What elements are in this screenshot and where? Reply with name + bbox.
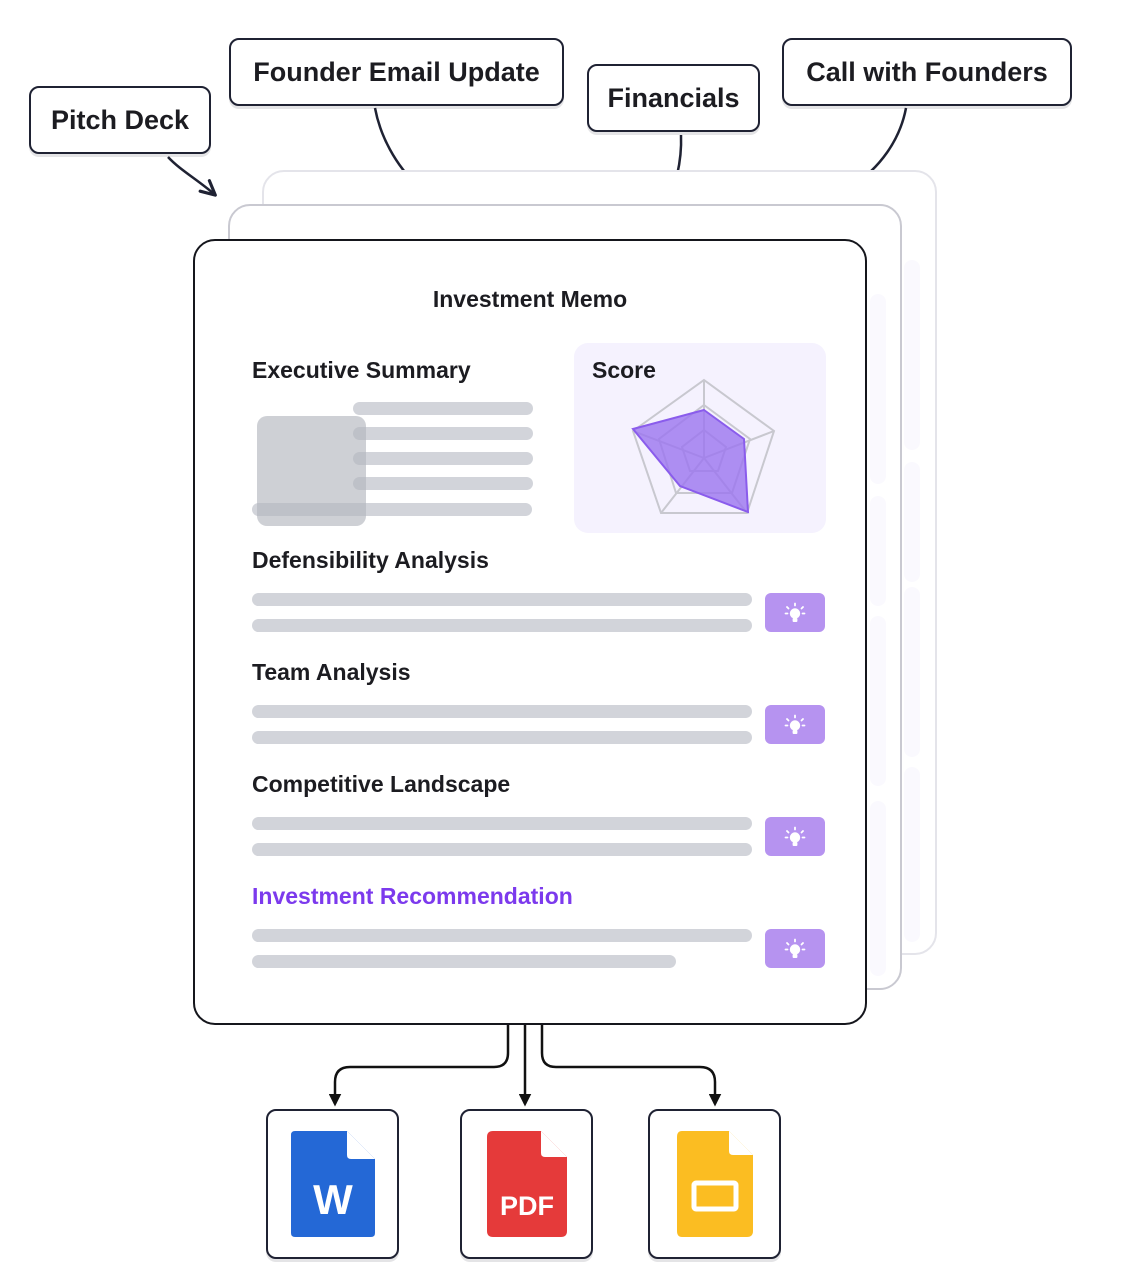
- word-doc-icon: W: [290, 1131, 375, 1237]
- insight-button-recommendation[interactable]: [765, 929, 825, 968]
- pdf-icon: PDF: [486, 1131, 567, 1237]
- source-financials: Financials: [587, 64, 760, 132]
- word-glyph: W: [313, 1176, 353, 1223]
- section-line: [252, 929, 752, 942]
- summary-line: [353, 452, 533, 465]
- section-heading-recommendation: Investment Recommendation: [252, 883, 573, 909]
- radar-chart-icon: [631, 378, 776, 514]
- section-line: [252, 705, 752, 718]
- lightbulb-icon: [784, 938, 806, 958]
- executive-summary-heading: Executive Summary: [252, 357, 471, 383]
- export-slides-button[interactable]: [648, 1109, 781, 1259]
- summary-line: [353, 427, 533, 440]
- export-word-button[interactable]: W: [266, 1109, 399, 1259]
- source-pitch-deck: Pitch Deck: [29, 86, 211, 154]
- arrow-to-slides: [540, 1025, 722, 1107]
- insight-button-competitive[interactable]: [765, 817, 825, 856]
- summary-line: [353, 477, 533, 490]
- insight-button-defensibility[interactable]: [765, 593, 825, 632]
- section-heading-team: Team Analysis: [252, 659, 411, 685]
- lightbulb-icon: [784, 714, 806, 734]
- export-pdf-button[interactable]: PDF: [460, 1109, 593, 1259]
- section-line: [252, 619, 752, 632]
- section-heading-defensibility: Defensibility Analysis: [252, 547, 489, 573]
- lightbulb-icon: [784, 602, 806, 622]
- section-line: [252, 955, 676, 968]
- memo-title: Investment Memo: [432, 286, 628, 312]
- source-founder-call: Call with Founders: [782, 38, 1072, 106]
- section-line: [252, 593, 752, 606]
- arrow-pitch-deck: [167, 156, 217, 197]
- lightbulb-icon: [784, 826, 806, 846]
- section-line: [252, 843, 752, 856]
- section-line: [252, 731, 752, 744]
- summary-image-placeholder: [257, 416, 366, 526]
- score-heading: Score: [592, 357, 656, 383]
- section-line: [252, 817, 752, 830]
- slides-icon: [676, 1131, 753, 1237]
- summary-line: [353, 402, 533, 415]
- arrow-to-word: [328, 1025, 510, 1107]
- source-founder-email: Founder Email Update: [229, 38, 564, 106]
- section-heading-competitive: Competitive Landscape: [252, 771, 511, 797]
- score-card: Score: [574, 343, 826, 533]
- investment-memo-card: Investment Memo Executive Summary Score …: [193, 239, 867, 1025]
- insight-button-team[interactable]: [765, 705, 825, 744]
- pdf-glyph: PDF: [500, 1191, 554, 1221]
